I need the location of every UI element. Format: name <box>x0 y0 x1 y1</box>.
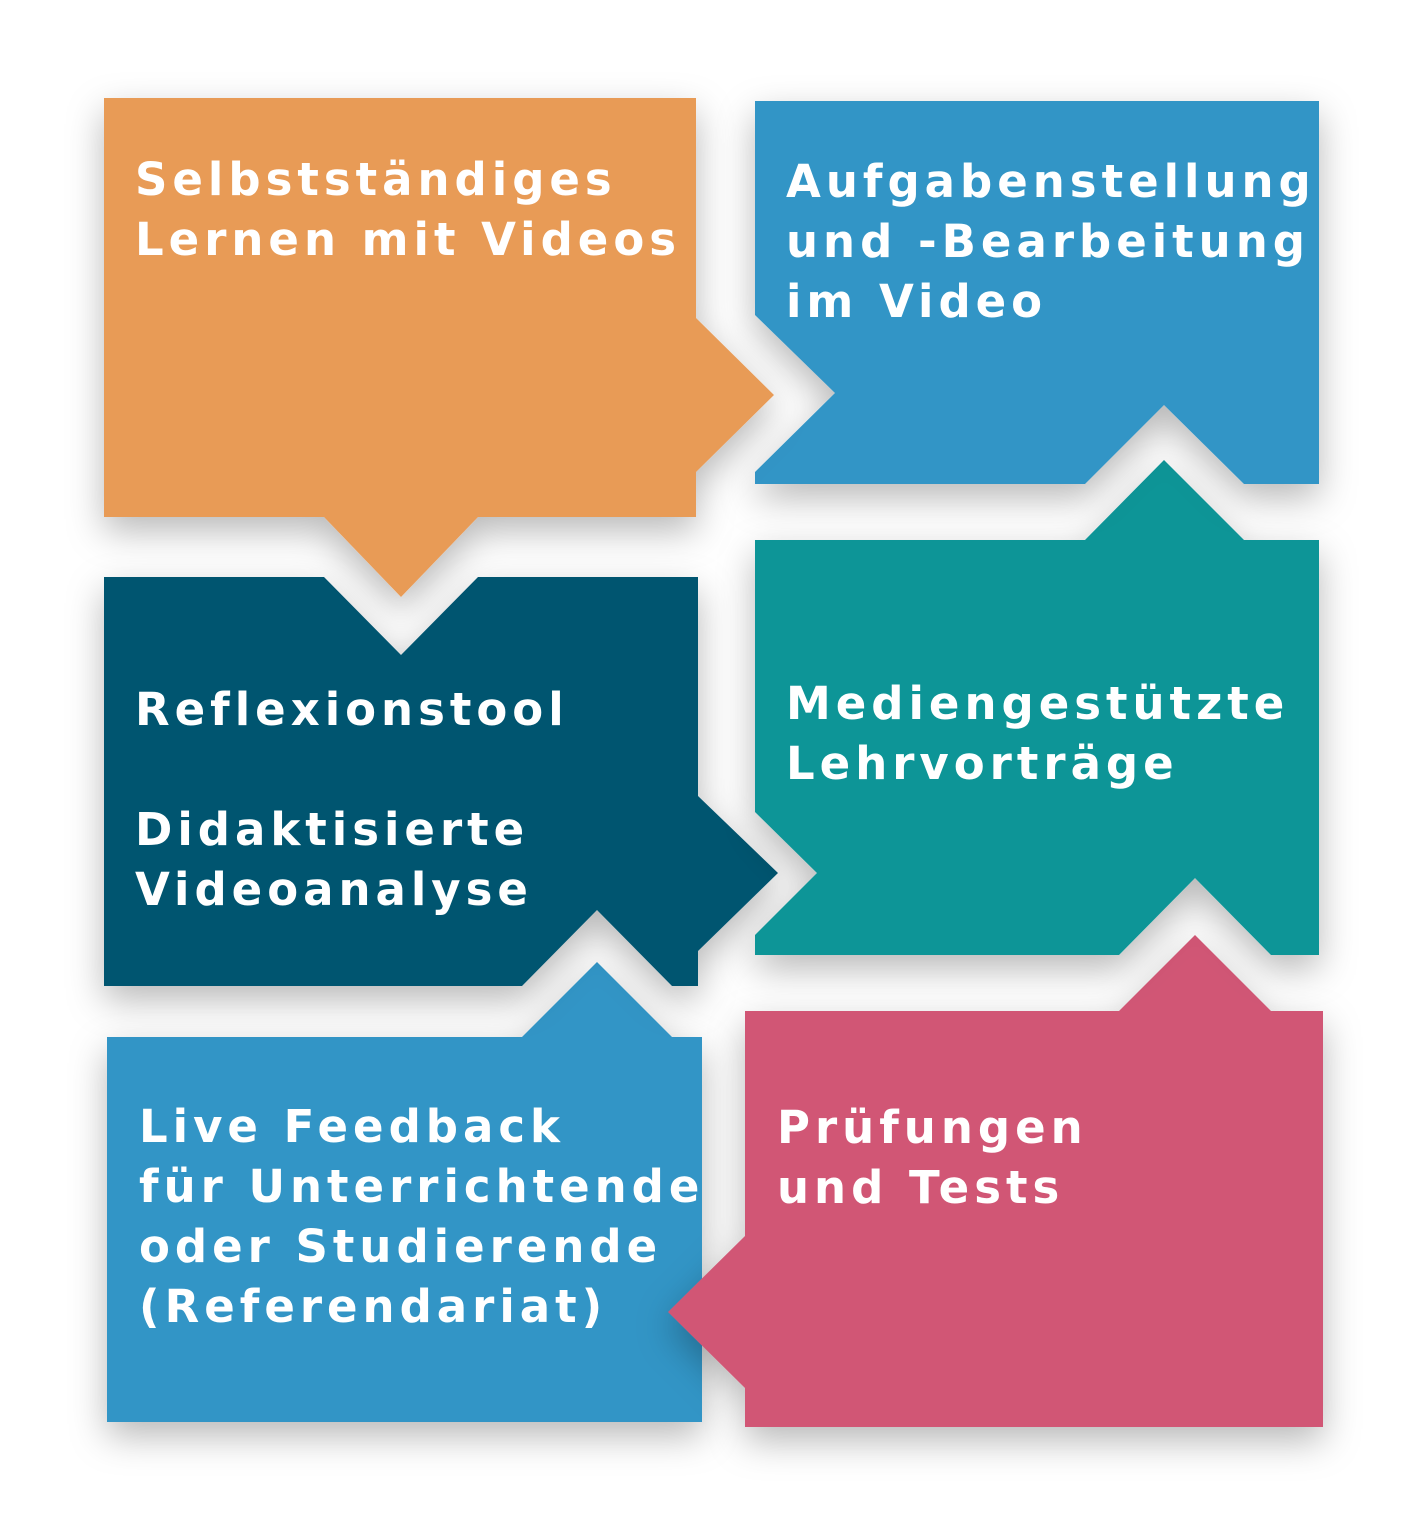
tile-live-feedback-label: Live Feedback für Unterrichtende oder St… <box>139 1097 704 1337</box>
tile-pruefungen-label: Prüfungen und Tests <box>777 1098 1088 1218</box>
label-line: für Unterrichtende <box>139 1160 705 1213</box>
label-line: Mediengestützte <box>786 677 1290 730</box>
tile-selbststaendiges-shape <box>104 98 774 597</box>
tile-pruefungen-shape <box>668 935 1323 1427</box>
label-line: (Referendariat) <box>139 1280 608 1333</box>
label-line: Live Feedback <box>139 1100 565 1153</box>
label-line: und Tests <box>777 1161 1065 1214</box>
label-line: und -Bearbeitung <box>786 215 1310 268</box>
label-line: Prüfungen <box>777 1101 1088 1154</box>
tile-reflexionstool-label: Reflexionstool Didaktisierte Videoanalys… <box>135 680 569 920</box>
label-line: Aufgabenstellung <box>786 155 1316 208</box>
tile-mediengestuetzte-shape <box>755 460 1319 955</box>
tile-aufgabenstellung-shape <box>755 101 1319 484</box>
label-line: Didaktisierte <box>135 803 530 856</box>
tile-live-feedback-shape <box>107 962 702 1422</box>
tile-reflexionstool-shape <box>104 577 778 986</box>
label-line: oder Studierende <box>139 1220 663 1273</box>
label-line: Lernen mit Videos <box>135 213 682 266</box>
label-line: Selbstständiges <box>135 153 617 206</box>
tile-mediengestuetzte-label: Mediengestützte Lehrvorträge <box>786 674 1289 794</box>
label-line: Lehrvorträge <box>786 737 1179 790</box>
label-line: Videoanalyse <box>135 863 533 916</box>
label-line: im Video <box>786 275 1048 328</box>
tile-aufgabenstellung-label: Aufgabenstellung und -Bearbeitung im Vid… <box>786 152 1316 332</box>
tile-selbststaendiges-label: Selbstständiges Lernen mit Videos <box>135 150 681 270</box>
label-line: Reflexionstool <box>135 683 569 736</box>
